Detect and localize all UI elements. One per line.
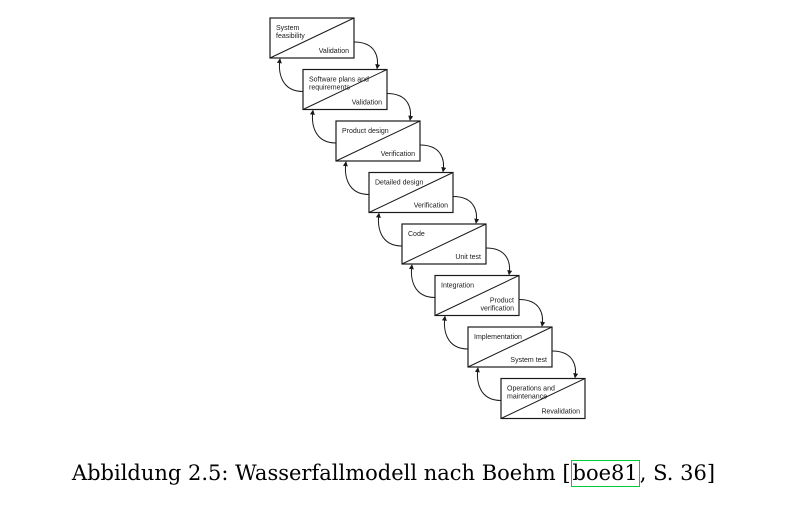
feedback-arrow: [309, 109, 337, 144]
stage-divider: [368, 172, 454, 213]
feedback-arrow: [441, 315, 469, 350]
stage-check-label: Verification: [414, 203, 448, 210]
caption-prefix: Abbildung 2.5: Wasserfallmodell nach Boe…: [71, 461, 571, 485]
stage-title: Integration: [441, 283, 474, 290]
stage-divider: [467, 326, 553, 368]
figure-caption: Abbildung 2.5: Wasserfallmodell nach Boe…: [0, 460, 787, 488]
feedback-arrow: [474, 367, 502, 401]
feedback-arrow: [408, 264, 436, 298]
stage-check-label: Verification: [381, 151, 415, 158]
stage-divider: [434, 275, 520, 316]
stage-title: Product design: [342, 128, 389, 135]
forward-arrow: [386, 93, 414, 121]
stage-title: Implementation: [474, 334, 522, 341]
stage-divider: [302, 69, 388, 110]
feedback-arrow: [375, 212, 403, 247]
stage-check-label: Validation: [319, 48, 349, 55]
stage-divider: [335, 120, 421, 162]
caption-suffix: , S. 36]: [639, 461, 716, 485]
stage-check-label: Validation: [352, 100, 382, 107]
stage-check-label: Unit test: [455, 254, 481, 261]
forward-arrow: [485, 247, 513, 276]
stage-title: Detailed design: [375, 180, 423, 187]
arrows-layer: [276, 41, 579, 401]
forward-arrow: [551, 350, 579, 379]
forward-arrow: [419, 144, 447, 173]
feedback-arrow: [342, 161, 370, 195]
stage-check-label: System test: [510, 357, 547, 364]
stage-divider: [401, 223, 487, 265]
stage-check-label: Revalidation: [541, 409, 580, 416]
forward-arrow: [518, 299, 546, 327]
feedback-arrow: [276, 58, 304, 92]
stage-divider: [500, 378, 586, 419]
forward-arrow: [353, 41, 381, 70]
stage-divider: [269, 17, 355, 59]
forward-arrow: [452, 196, 480, 224]
stage-title: Code: [408, 231, 425, 238]
citation-link[interactable]: boe81: [570, 460, 640, 488]
